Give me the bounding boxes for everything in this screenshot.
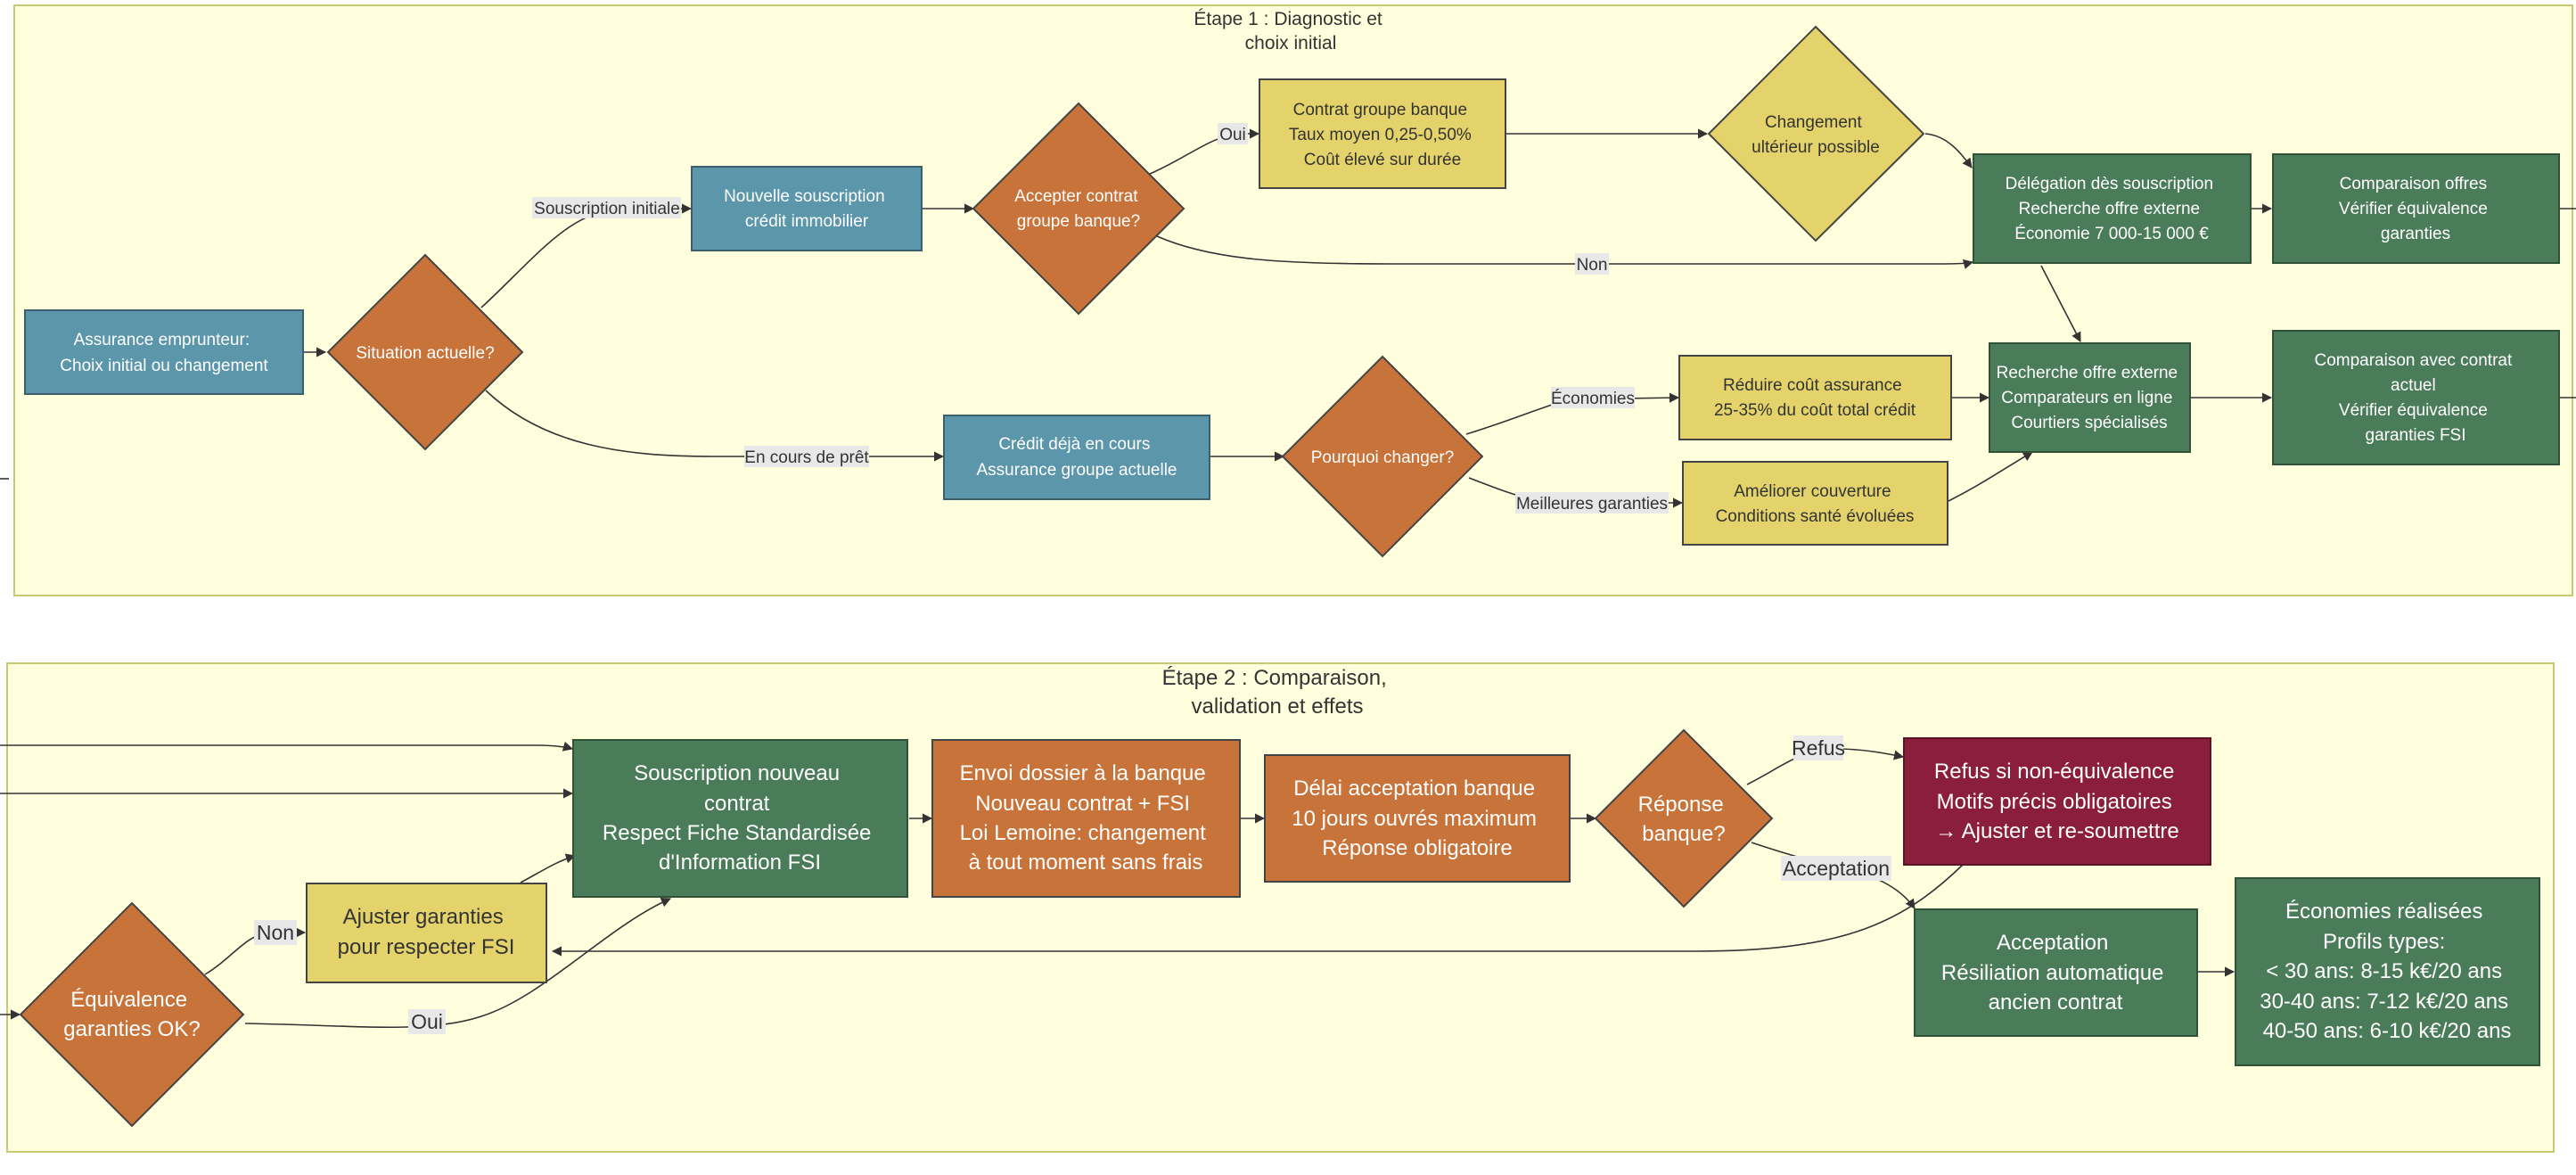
node-ajuster-garanties[interactable]: Ajuster garanties pour respecter FSI (306, 883, 547, 983)
node-situation[interactable]: Situation actuelle? (326, 253, 524, 451)
lane-stage-1-title: Étape 1 : Diagnostic et choix initial (1194, 9, 1387, 53)
svg-text:Délai acceptation banque: Délai acceptation banque 10 jours ouvrés… (1292, 776, 1542, 860)
node-delegation[interactable]: Délégation dès souscription Recherche of… (1973, 153, 2252, 264)
node-credit-en-cours[interactable]: Crédit déjà en cours Assurance groupe ac… (943, 415, 1210, 500)
edge-label-non-2: Non (257, 921, 294, 944)
svg-text:Réduire coût assurance 2: Réduire coût assurance 25-35% du coût to… (1714, 376, 1916, 420)
svg-text:Recherche offre externe: Recherche offre externe Comparateurs en … (1997, 364, 2183, 432)
edge-ajuster-souscription (520, 853, 577, 883)
node-reponse-banque[interactable]: Réponse banque? (1594, 728, 1774, 908)
edge-label-acceptation: Acceptation (1783, 857, 1890, 880)
node-acceptation[interactable]: Acceptation Résiliation automatique anci… (1914, 908, 2198, 1037)
edge-situation-credit (485, 390, 945, 462)
edge-refus-ajuster (551, 864, 1964, 957)
edge-label-oui-2: Oui (411, 1010, 443, 1033)
edge-equivalence-souscription (244, 897, 672, 1029)
node-accepter-contrat[interactable]: Accepter contrat groupe banque? (972, 102, 1185, 316)
node-recherche-offre[interactable]: Recherche offre externe Comparateurs en … (1989, 342, 2191, 453)
svg-text:Améliorer couverture Con: Améliorer couverture Conditions santé év… (1716, 482, 1915, 526)
lane-stage-2-title: Étape 2 : Comparaison, validation et eff… (1162, 666, 1393, 719)
svg-text:Refus si non-équivalence: Refus si non-équivalence Motifs précis o… (1934, 760, 2180, 843)
edge-changement-delegation (1924, 133, 1973, 168)
svg-text:Acceptation Résiliation: Acceptation Résiliation automatique anci… (1941, 931, 2170, 1015)
svg-text:Souscription nouveau con: Souscription nouveau contrat Respect Fic… (603, 761, 877, 875)
node-changement-ulterieur[interactable]: Changement ultérieur possible (1707, 25, 1925, 242)
svg-text:Économies réalisées Prof: Économies réalisées Profils types: < 30 … (2260, 900, 2514, 1043)
edge-accepter-delegation (1156, 235, 1974, 269)
svg-text:Changement ultérieur pos: Changement ultérieur possible (1752, 113, 1880, 157)
edge-label-refus: Refus (1792, 736, 1845, 760)
svg-text:Accepter contrat groupe: Accepter contrat groupe banque? (1014, 187, 1143, 231)
edge-delegation-recherche (2040, 265, 2081, 342)
edge-label-en-cours: En cours de prêt (744, 448, 869, 467)
edge-label-oui-1: Oui (1219, 126, 1246, 144)
svg-text:Comparaison offres Vérif: Comparaison offres Vérifier équivalence … (2339, 175, 2492, 243)
node-delai-acceptation[interactable]: Délai acceptation banque 10 jours ouvrés… (1264, 754, 1571, 883)
svg-text:Ajuster garanties pour r: Ajuster garanties pour respecter FSI (338, 905, 515, 959)
node-comparaison-contrat[interactable]: Comparaison avec contrat actuel Vérifier… (2272, 330, 2560, 465)
node-start[interactable]: Assurance emprunteur: Choix initial ou c… (24, 309, 304, 395)
edge-label-souscription-initiale: Souscription initiale (534, 200, 680, 218)
node-souscription-nouveau[interactable]: Souscription nouveau contrat Respect Fic… (572, 739, 908, 898)
node-reduire-cout[interactable]: Réduire coût assurance 25-35% du coût to… (1678, 355, 1952, 440)
node-nouvelle-souscription[interactable]: Nouvelle souscription crédit immobilier (691, 166, 923, 251)
svg-text:Réponse banque?: Réponse banque? (1638, 793, 1730, 846)
svg-text:Assurance emprunteur: Ch: Assurance emprunteur: Choix initial ou c… (60, 331, 268, 375)
node-economies-realisees[interactable]: Économies réalisées Profils types: < 30 … (2235, 877, 2540, 1066)
edge-comparaison-souscription (0, 741, 574, 752)
node-ameliorer-couverture[interactable]: Améliorer couverture Conditions santé év… (1682, 461, 1948, 546)
svg-text:Envoi dossier à la banque: Envoi dossier à la banque Nouveau contra… (960, 761, 1212, 875)
svg-text:Crédit déjà en cours Ass: Crédit déjà en cours Assurance groupe ac… (977, 435, 1177, 480)
node-equivalence-garanties[interactable]: Équivalence garanties OK? (19, 901, 245, 1128)
svg-text:Délégation dès souscription: Délégation dès souscription Recherche of… (2006, 175, 2219, 243)
svg-text:Équivalence garanties OK: Équivalence garanties OK? (63, 988, 200, 1041)
node-envoi-dossier[interactable]: Envoi dossier à la banque Nouveau contra… (931, 739, 1241, 898)
edge-label-meilleures-garanties: Meilleures garanties (1516, 495, 1668, 514)
svg-text:Situation actuelle?: Situation actuelle? (356, 344, 494, 363)
edge-label-economies: Économies (1551, 390, 1635, 408)
node-comparaison-offres[interactable]: Comparaison offres Vérifier équivalence … (2272, 153, 2560, 264)
svg-text:Nouvelle souscription cr: Nouvelle souscription crédit immobilier (724, 187, 890, 231)
node-refus[interactable]: Refus si non-équivalence Motifs précis o… (1903, 737, 2211, 866)
edge-label-non-1: Non (1577, 256, 1608, 275)
node-contrat-groupe[interactable]: Contrat groupe banque Taux moyen 0,25-0,… (1259, 78, 1506, 189)
svg-text:Comparaison avec contrat: Comparaison avec contrat actuel Vérifier… (2314, 351, 2516, 445)
node-pourquoi-changer[interactable]: Pourquoi changer? (1281, 355, 1484, 558)
edge-labels: Souscription initiale En cours de prêt O… (254, 123, 1891, 1034)
edge-ameliorer-recherche (1948, 451, 2033, 502)
svg-text:Pourquoi changer?: Pourquoi changer? (1311, 448, 1455, 467)
svg-text:Contrat groupe banque Ta: Contrat groupe banque Taux moyen 0,25-0,… (1289, 101, 1476, 169)
